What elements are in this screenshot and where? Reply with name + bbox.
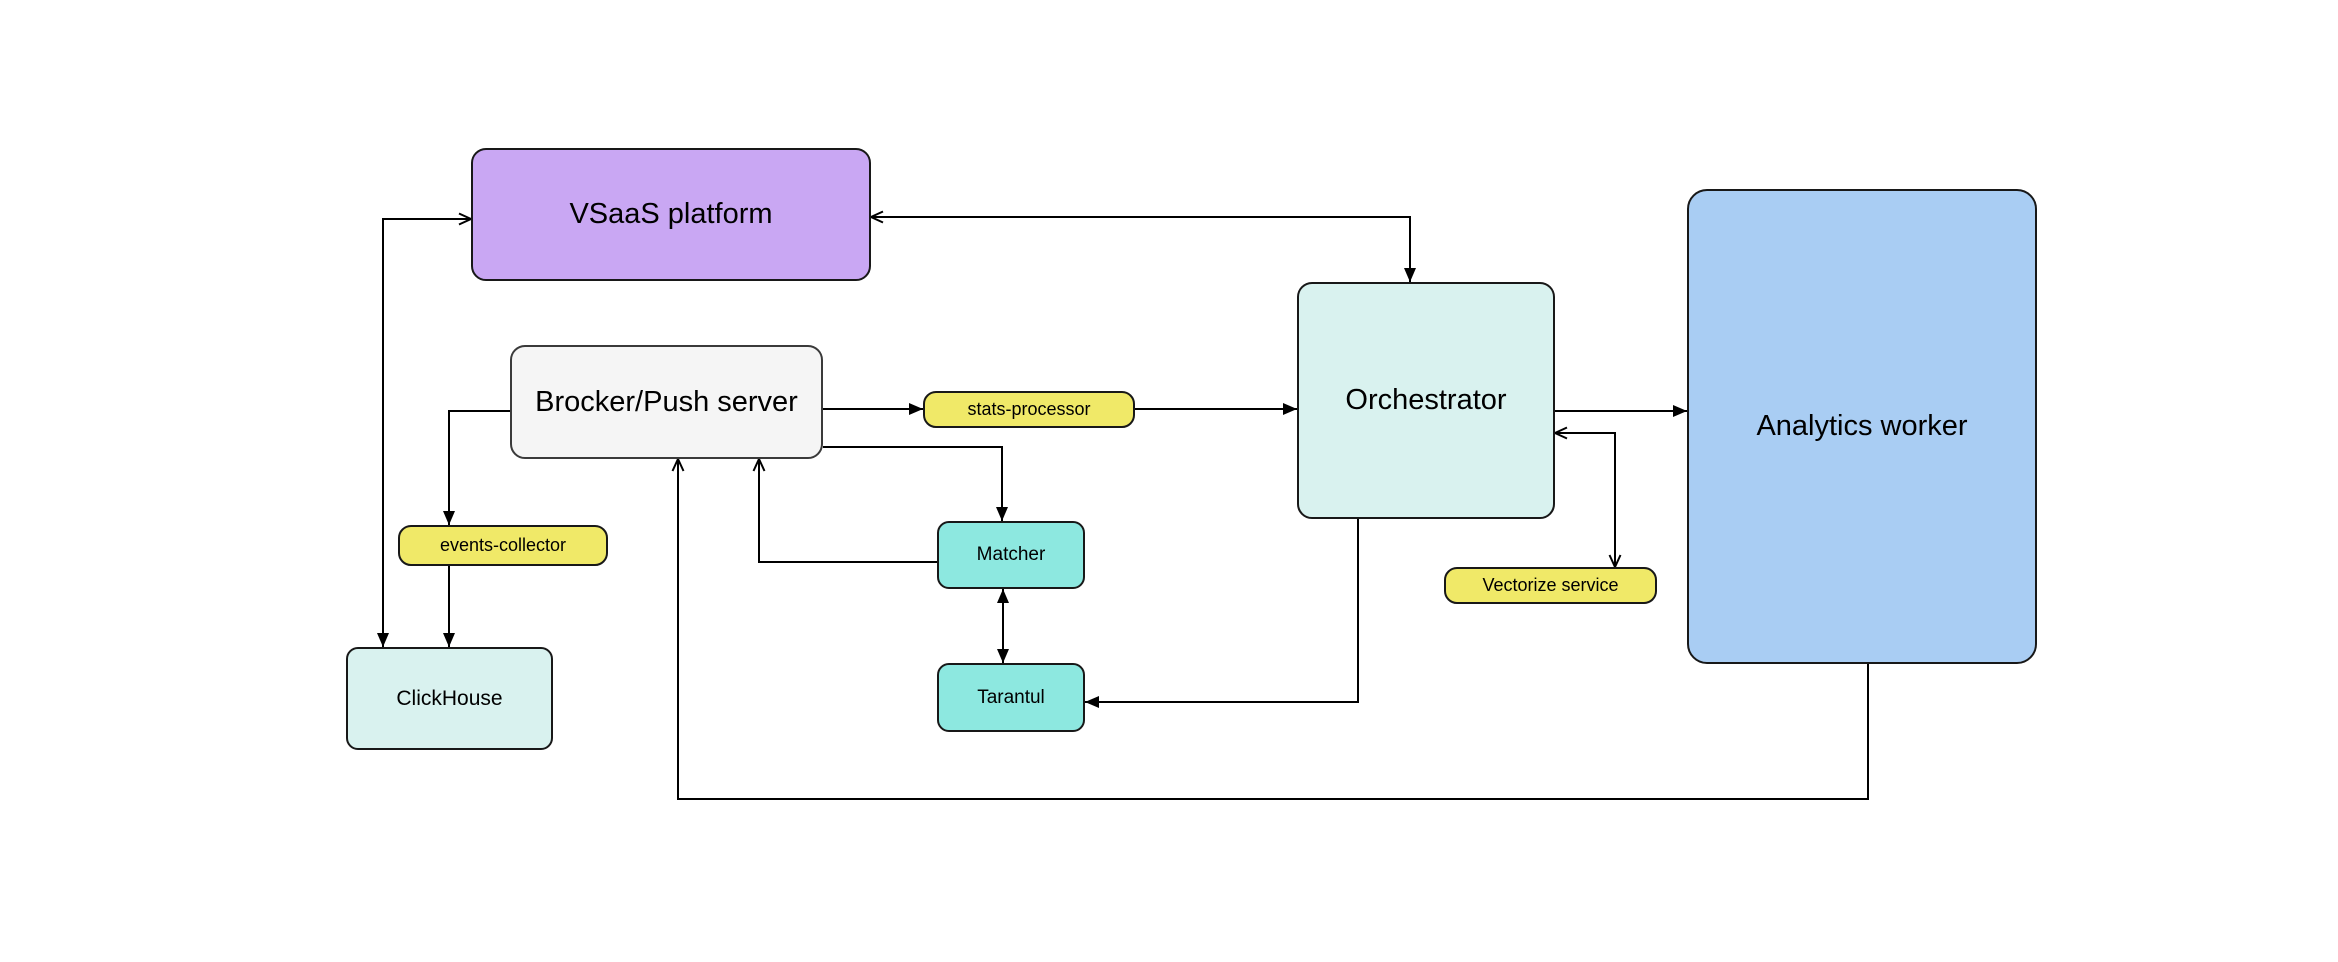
edge-brocker-matcher <box>823 446 1008 521</box>
node-brocker-push-server: Brocker/Push server <box>510 345 823 459</box>
node-stats-processor-label: stats-processor <box>967 399 1091 419</box>
node-matcher-label: Matcher <box>976 544 1046 565</box>
node-vectorize-service-label: Vectorize service <box>1482 575 1619 595</box>
edge-vsaas-clickhouse <box>377 212 474 647</box>
edge-matcher-brocker <box>752 456 937 563</box>
node-analytics-worker: Analytics worker <box>1687 189 2037 664</box>
node-clickhouse-label: ClickHouse <box>396 686 503 710</box>
node-matcher: Matcher <box>937 521 1085 589</box>
node-events-collector: events-collector <box>398 525 608 566</box>
edge-brocker-events-collector <box>443 410 510 525</box>
node-stats-processor: stats-processor <box>923 391 1135 428</box>
node-vsaas-platform: VSaaS platform <box>471 148 871 281</box>
node-brocker-push-server-label: Brocker/Push server <box>535 385 798 418</box>
edge-orchestrator-vectorize <box>1552 426 1622 570</box>
node-orchestrator-label: Orchestrator <box>1345 384 1507 416</box>
node-tarantul: Tarantul <box>937 663 1085 732</box>
node-tarantul-label: Tarantul <box>977 686 1045 708</box>
edge-analytics-worker-brocker <box>671 456 1869 800</box>
node-orchestrator: Orchestrator <box>1297 282 1555 519</box>
edge-orchestrator-vsaas <box>868 210 1416 282</box>
node-clickhouse: ClickHouse <box>346 647 553 750</box>
node-vsaas-platform-label: VSaaS platform <box>569 198 773 230</box>
edge-orchestrator-tarantul <box>1085 519 1359 708</box>
node-events-collector-label: events-collector <box>439 535 567 555</box>
node-vectorize-service: Vectorize service <box>1444 567 1657 604</box>
node-analytics-worker-label: Analytics worker <box>1756 410 1968 442</box>
